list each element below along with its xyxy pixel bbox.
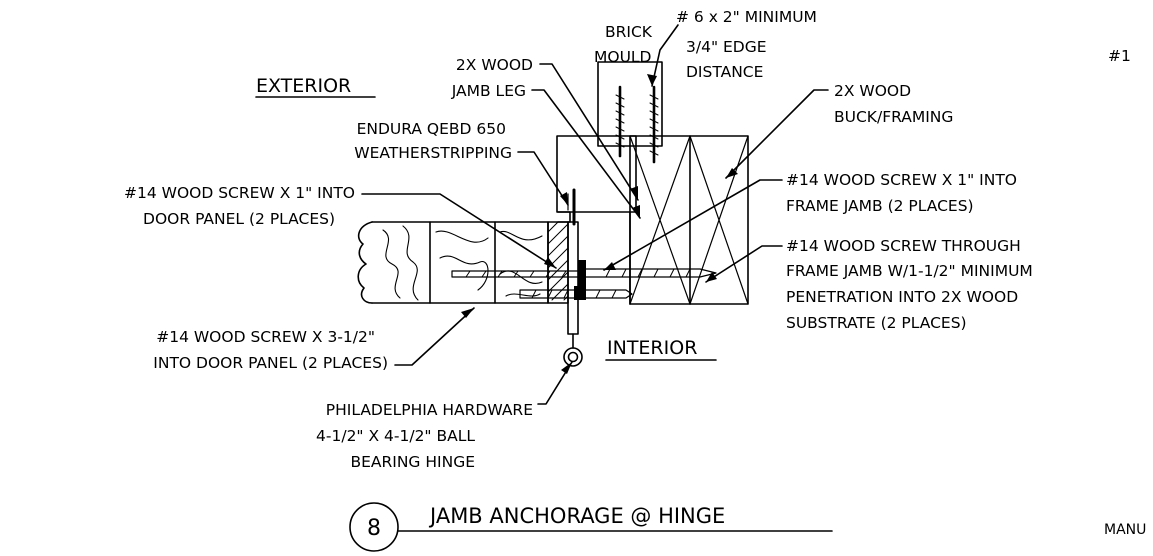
- leader-screw6: [651, 24, 679, 87]
- label-screw14c-line4: SUBSTRATE (2 PLACES): [786, 314, 967, 332]
- label-buck-line2: BUCK/FRAMING: [834, 108, 953, 126]
- detail-title: JAMB ANCHORAGE @ HINGE: [428, 504, 725, 528]
- screw-14-frame-through: [579, 268, 717, 278]
- label-screw14b-line1: #14 WOOD SCREW X 1" INTO: [786, 171, 1017, 189]
- label-screw14d-line2: INTO DOOR PANEL (2 PLACES): [153, 354, 388, 372]
- jamb-leg: [556, 135, 637, 213]
- label-interior: INTERIOR: [607, 337, 697, 359]
- leader-buck: [725, 89, 829, 179]
- leader-jamb-leg-2: [531, 89, 641, 219]
- label-hinge-line3: BEARING HINGE: [350, 453, 475, 471]
- label-weatherstrip-line1: ENDURA QEBD 650: [357, 120, 506, 138]
- label-screw6-line1: # 6 x 2" MINIMUM: [676, 8, 817, 26]
- weatherstrip: [557, 211, 571, 223]
- label-edge-top: #1: [1108, 47, 1131, 65]
- label-screw14c-line1: #14 WOOD SCREW THROUGH: [786, 237, 1021, 255]
- leader-screw14a: [361, 193, 557, 269]
- label-hinge-line2: 4-1/2" X 4-1/2" BALL: [316, 427, 475, 445]
- screw-6-right: [649, 85, 659, 164]
- buck-framing: [629, 135, 749, 305]
- leader-hinge: [537, 361, 573, 405]
- label-buck-line1: 2X WOOD: [834, 82, 911, 100]
- leader-weatherstrip: [517, 151, 569, 206]
- hinge-plate: [567, 221, 579, 335]
- label-screw14d-line1: #14 WOOD SCREW X 3-1/2": [156, 328, 375, 346]
- label-screw14a-line1: #14 WOOD SCREW X 1" INTO: [124, 184, 355, 202]
- label-screw14c-line2: FRAME JAMB W/1-1/2" MINIMUM: [786, 262, 1033, 280]
- leader-jamb-leg: [539, 63, 639, 201]
- label-mould: MOULD: [594, 48, 652, 66]
- label-screw14a-line2: DOOR PANEL (2 PLACES): [143, 210, 335, 228]
- label-weatherstrip-line2: WEATHERSTRIPPING: [354, 144, 512, 162]
- label-hinge-line1: PHILADELPHIA HARDWARE: [326, 401, 533, 419]
- label-screw14c-line3: PENETRATION INTO 2X WOOD: [786, 288, 1018, 306]
- label-jamb-leg-line1: 2X WOOD: [456, 56, 533, 74]
- detail-number: 8: [367, 516, 381, 541]
- label-exterior: EXTERIOR: [256, 75, 351, 97]
- label-brick: BRICK: [605, 23, 653, 41]
- leader-screw14d: [394, 307, 475, 366]
- label-edge-bottom: MANU: [1104, 522, 1146, 538]
- leader-screw14c: [705, 245, 783, 283]
- label-jamb-leg-line2: JAMB LEG: [451, 82, 526, 100]
- label-screw14b-line2: FRAME JAMB (2 PLACES): [786, 197, 974, 215]
- hinge-knuckle: [563, 347, 583, 367]
- label-screw6-line2: 3/4" EDGE: [686, 38, 767, 56]
- leader-screw14b: [603, 179, 783, 271]
- detail-bubble: [349, 502, 399, 552]
- label-screw6-line3: DISTANCE: [686, 63, 763, 81]
- screw-6-left: [615, 85, 625, 158]
- door-panel: [357, 221, 569, 304]
